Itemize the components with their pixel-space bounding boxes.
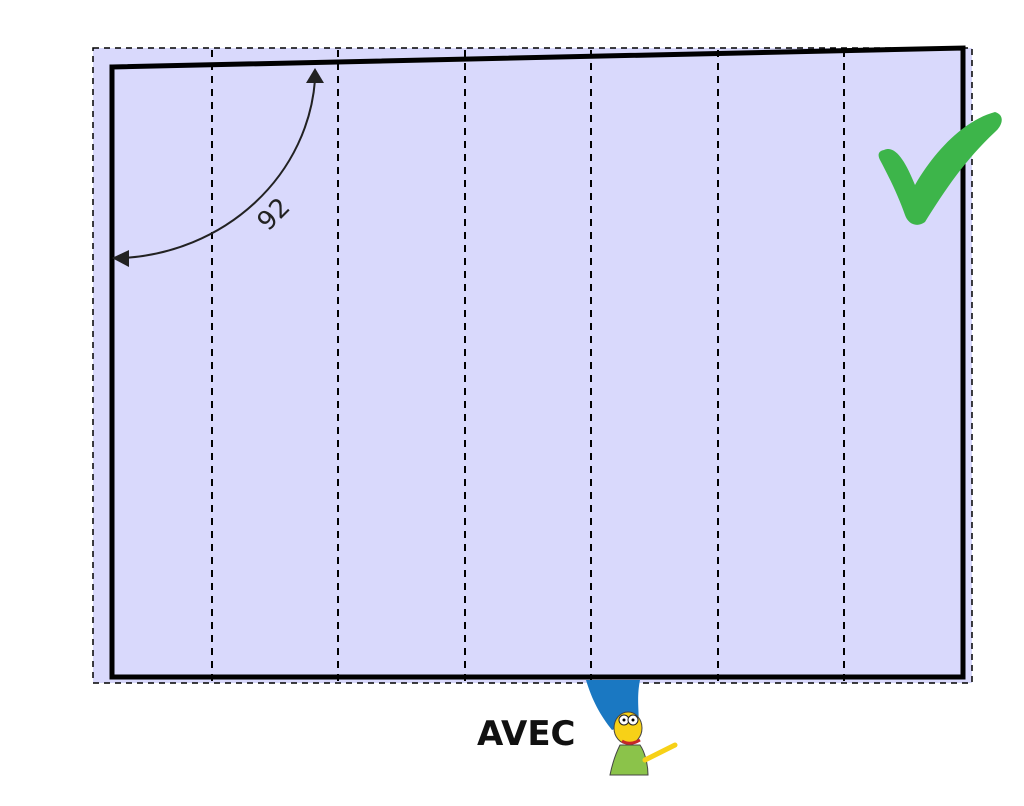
checkmark-icon bbox=[878, 112, 1002, 225]
panel-dividers bbox=[211, 50, 845, 683]
caption-avec: AVEC bbox=[477, 714, 576, 754]
angle-arc bbox=[123, 79, 316, 259]
marge-character-illustration bbox=[586, 680, 678, 776]
wall-outline bbox=[109, 45, 966, 680]
arrowhead-icon bbox=[112, 250, 129, 267]
arrowhead-icon bbox=[306, 68, 324, 83]
reference-rectangle bbox=[92, 47, 973, 684]
